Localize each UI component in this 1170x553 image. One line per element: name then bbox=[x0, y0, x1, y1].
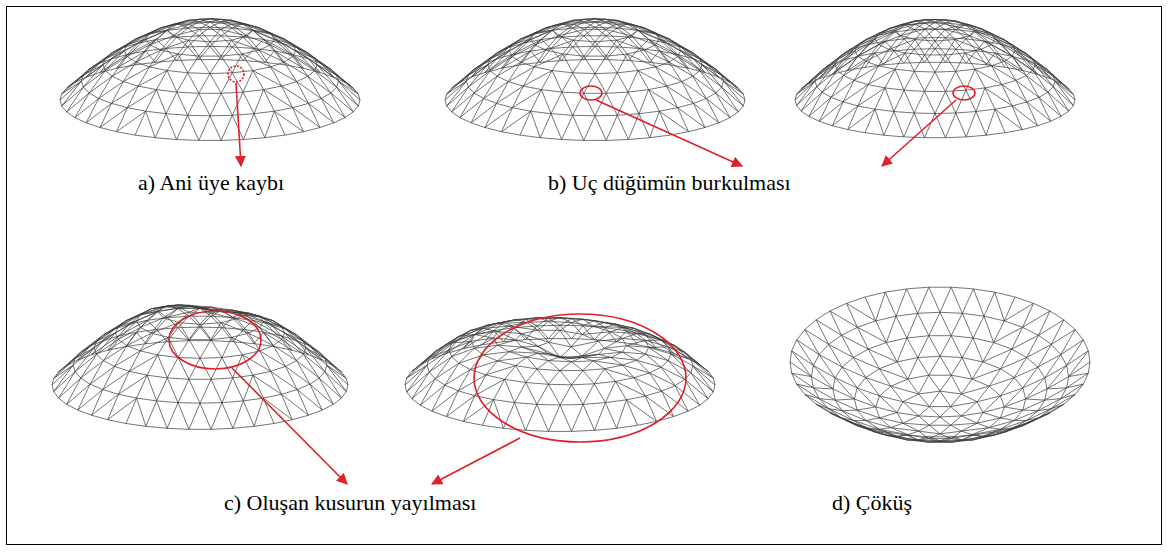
leader-arrow bbox=[232, 368, 347, 484]
panel-caption: b) Uç düğümün burkulması bbox=[548, 170, 791, 196]
leader-arrow bbox=[236, 83, 241, 166]
panel-caption: c) Oluşan kusurun yayılması bbox=[224, 490, 476, 516]
member-loss-circle bbox=[228, 66, 244, 82]
defect-spread-circle bbox=[169, 311, 261, 369]
dome-lattice bbox=[445, 19, 745, 141]
dome-lattice bbox=[60, 19, 360, 141]
defect-spread-circle bbox=[474, 314, 686, 442]
dome-lattice bbox=[790, 287, 1090, 442]
leader-arrow bbox=[596, 100, 742, 166]
dome-lattice bbox=[52, 305, 348, 430]
panel-caption: a) Ani üye kaybı bbox=[138, 170, 284, 196]
panel-caption: d) Çöküş bbox=[832, 490, 912, 516]
leader-arrow bbox=[432, 438, 520, 484]
node-buckling-circle bbox=[580, 86, 602, 100]
leader-arrow bbox=[882, 100, 956, 166]
dome-lattice bbox=[795, 19, 1075, 137]
node-buckling-circle bbox=[953, 86, 975, 100]
